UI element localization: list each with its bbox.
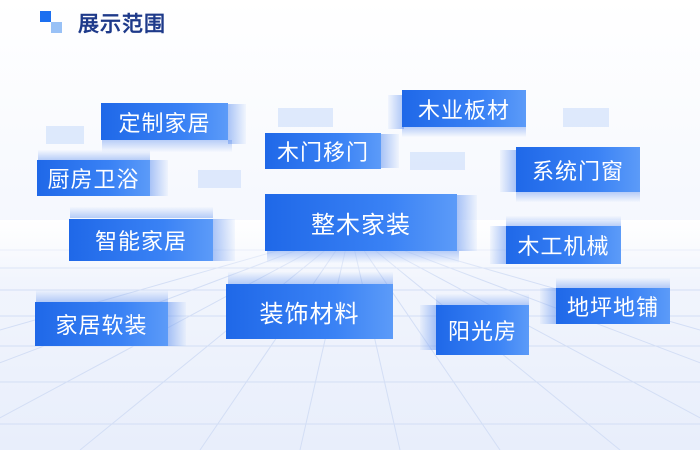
decorative-block (563, 108, 609, 127)
tag-decor-materials[interactable]: 装饰材料 (226, 284, 393, 339)
tag-sunroom[interactable]: 阳光房 (436, 305, 529, 355)
tag-systems[interactable]: 系统门窗 (516, 147, 640, 192)
tag-flooring[interactable]: 地坪地铺 (556, 288, 670, 324)
decorative-block (278, 108, 333, 127)
tag-wood-industry[interactable]: 木业板材 (402, 90, 526, 127)
logo-squares-icon (40, 11, 64, 35)
tag-smart-home[interactable]: 智能家居 (69, 219, 213, 261)
tag-custom-home[interactable]: 定制家居 (101, 103, 228, 140)
page-title: 展示范围 (78, 12, 166, 36)
tag-machinery[interactable]: 木工机械 (506, 226, 621, 264)
tag-furnishing[interactable]: 家居软装 (35, 302, 168, 346)
decorative-block (46, 126, 84, 144)
tag-wood-doors[interactable]: 木门移门 (265, 133, 381, 169)
header: 展示范围 (40, 10, 166, 36)
decorative-block (198, 170, 241, 188)
tag-center[interactable]: 整木家装 (265, 194, 457, 251)
decorative-block (410, 152, 465, 170)
tag-kitchen-bath[interactable]: 厨房卫浴 (37, 160, 150, 196)
